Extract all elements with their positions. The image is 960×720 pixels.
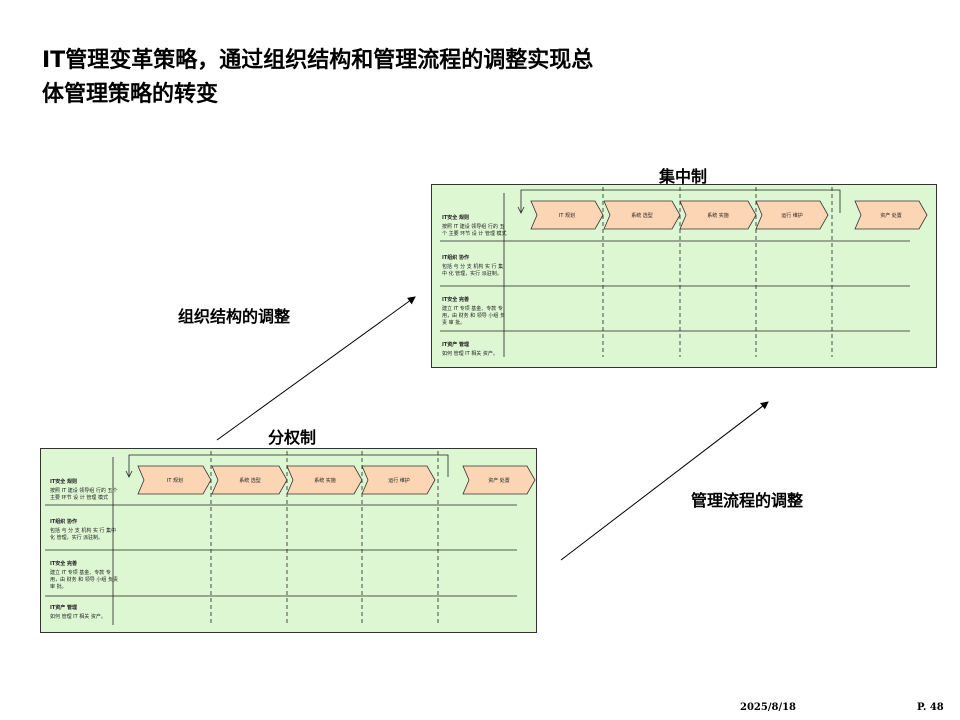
decentralized-process-panel: IT 规划 系统 选型 系统 实施 运行 维护 资产 处置 IT安全 规则 按照… <box>40 448 537 633</box>
step-label: 系统 选型 <box>631 213 653 219</box>
lane-text: IT资产 管理 如何 管理 IT 相关 资产。 <box>50 605 118 621</box>
step-label: 系统 实施 <box>707 213 729 219</box>
footer-date: 2025/8/18 <box>740 702 797 713</box>
panel-grid <box>440 187 928 357</box>
lane-text: IT安全 规则 按照 IT 建设 领导组 行的 五个 主要 环节 设 计 管理 … <box>442 215 508 238</box>
lane-title: IT安全 规则 <box>442 215 470 221</box>
lane-desc: 如何 管理 IT 相关 资产。 <box>50 614 106 620</box>
lane-desc: 按照 IT 建设 领导组 行的 五个 主要 环节 设 计 管理 模式 <box>50 488 118 501</box>
lane-title: IT安全 规则 <box>50 479 78 485</box>
lane-text: IT安全 规则 按照 IT 建设 领导组 行的 五个 主要 环节 设 计 管理 … <box>50 479 118 502</box>
step-label: IT 规划 <box>166 478 184 484</box>
lane-text: IT资产 管理 如何 管理 IT 相关 资产。 <box>442 342 508 358</box>
lane-desc: 包括 与 分 支 机构 实 行 集中 化 管理，实行 派驻制。 <box>442 264 504 277</box>
lane-text: IT安全 完善 建立 IT 专项 基金、专款 专 用，由 财务 和 领导 小组 … <box>442 297 508 327</box>
lane-desc: 建立 IT 专项 基金、专款 专 用，由 财务 和 领导 小组 负责 审 批。 <box>50 570 118 590</box>
lane-title: IT安全 完善 <box>442 297 470 303</box>
lane-title: IT组织 协作 <box>50 519 78 525</box>
footer-page-number: P. 48 <box>917 702 944 713</box>
page-title-line2: 体管理策略的转变 <box>42 82 219 107</box>
panel-grid <box>45 451 536 625</box>
org-adjust-label: 组织结构的调整 <box>178 307 291 326</box>
step-label: 运行 维护 <box>781 213 803 219</box>
step-label: 运行 维护 <box>388 478 410 484</box>
lane-desc: 包括 与 分 支 机构 实 行 集中 化 管理，实行 派驻制。 <box>50 528 117 541</box>
decentralized-label: 分权制 <box>268 428 317 447</box>
org-adjust-arrow <box>216 296 416 441</box>
lane-title: IT安全 完善 <box>50 561 78 567</box>
centralized-process-panel: IT 规划 系统 选型 系统 实施 运行 维护 资产 处置 IT安全 规则 按照… <box>431 184 937 368</box>
lane-desc: 建立 IT 专项 基金、专款 专 用，由 财务 和 领导 小组 负责 审 批。 <box>442 306 505 326</box>
lane-title: IT资产 管理 <box>442 342 470 348</box>
step-label: 资产 处置 <box>488 478 510 484</box>
process-adjust-label: 管理流程的调整 <box>691 491 804 510</box>
page-title: IT管理变革策略，通过组织结构和管理流程的调整实现总 体管理策略的转变 <box>42 44 742 112</box>
step-label: 系统 实施 <box>314 478 336 484</box>
step-label: 资产 处置 <box>880 213 902 219</box>
process-adjust-arrow <box>560 401 769 561</box>
lane-desc: 如何 管理 IT 相关 资产。 <box>442 351 498 357</box>
lane-text: IT安全 完善 建立 IT 专项 基金、专款 专 用，由 财务 和 领导 小组 … <box>50 561 118 591</box>
lane-desc: 按照 IT 建设 领导组 行的 五个 主要 环节 设 计 管理 模式 <box>442 224 507 237</box>
step-label: 系统 选型 <box>239 478 261 484</box>
lane-text: IT组织 协作 包括 与 分 支 机构 实 行 集中 化 管理，实行 派驻制。 <box>50 519 118 542</box>
centralized-label: 集中制 <box>659 167 708 186</box>
lane-text: IT组织 协作 包括 与 分 支 机构 实 行 集中 化 管理，实行 派驻制。 <box>442 255 508 278</box>
page-title-line1: IT管理变革策略，通过组织结构和管理流程的调整实现总 <box>42 48 594 73</box>
lane-title: IT资产 管理 <box>50 605 78 611</box>
lane-title: IT组织 协作 <box>442 255 470 261</box>
step-label: IT 规划 <box>558 213 576 219</box>
